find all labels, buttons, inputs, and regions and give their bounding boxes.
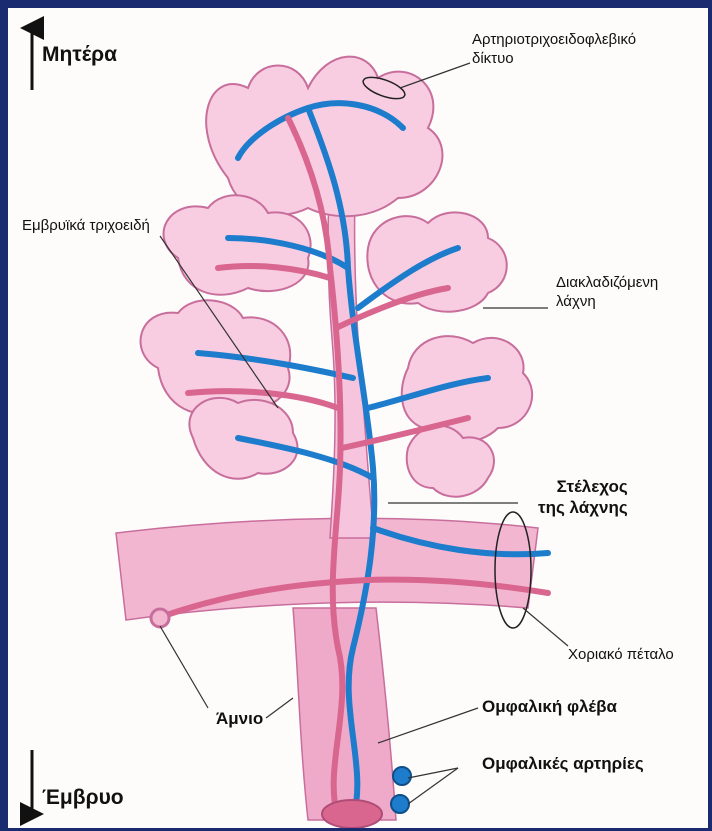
chorionic-plate	[116, 518, 538, 620]
label-branching-villus-line1: Διακλαδιζόμενη	[556, 273, 658, 292]
label-mother: Μητέρα	[42, 43, 117, 67]
label-fetal-capillaries: Εμβρυϊκά τριχοειδή	[22, 216, 150, 235]
label-villus-stem: Στέλεχος της λάχνης	[538, 476, 628, 518]
label-chorionic-plate: Χοριακό πέταλο	[568, 645, 674, 664]
umbilical-artery-end-2	[391, 795, 409, 813]
diagram-panel: Μητέρα Έμβρυο Αρτηριοτριχοειδοφλεβικό δί…	[8, 8, 708, 828]
label-umbilical-arteries: Ομφαλικές αρτηρίες	[482, 753, 644, 774]
label-umbilical-vein: Ομφαλική φλέβα	[482, 696, 617, 717]
label-branching-villus-line2: λάχνη	[556, 292, 658, 311]
label-capillary-network-line1: Αρτηριοτριχοειδοφλεβικό	[472, 30, 636, 49]
label-capillary-network: Αρτηριοτριχοειδοφλεβικό δίκτυο	[472, 30, 636, 68]
villus-lobe-top	[206, 57, 442, 217]
umbilical-cord	[293, 608, 396, 820]
umbilical-artery-end-1	[393, 767, 411, 785]
label-embryo: Έμβρυο	[42, 786, 124, 810]
label-villus-stem-line1: Στέλεχος	[538, 476, 628, 497]
label-capillary-network-line2: δίκτυο	[472, 49, 636, 68]
label-amnion: Άμνιο	[216, 708, 263, 729]
cord-cut-end	[322, 800, 382, 828]
villus-lobe-right-upper	[367, 212, 506, 311]
label-villus-stem-line2: της λάχνης	[538, 497, 628, 518]
cut-artery-left	[151, 609, 169, 627]
label-branching-villus: Διακλαδιζόμενη λάχνη	[556, 273, 658, 311]
